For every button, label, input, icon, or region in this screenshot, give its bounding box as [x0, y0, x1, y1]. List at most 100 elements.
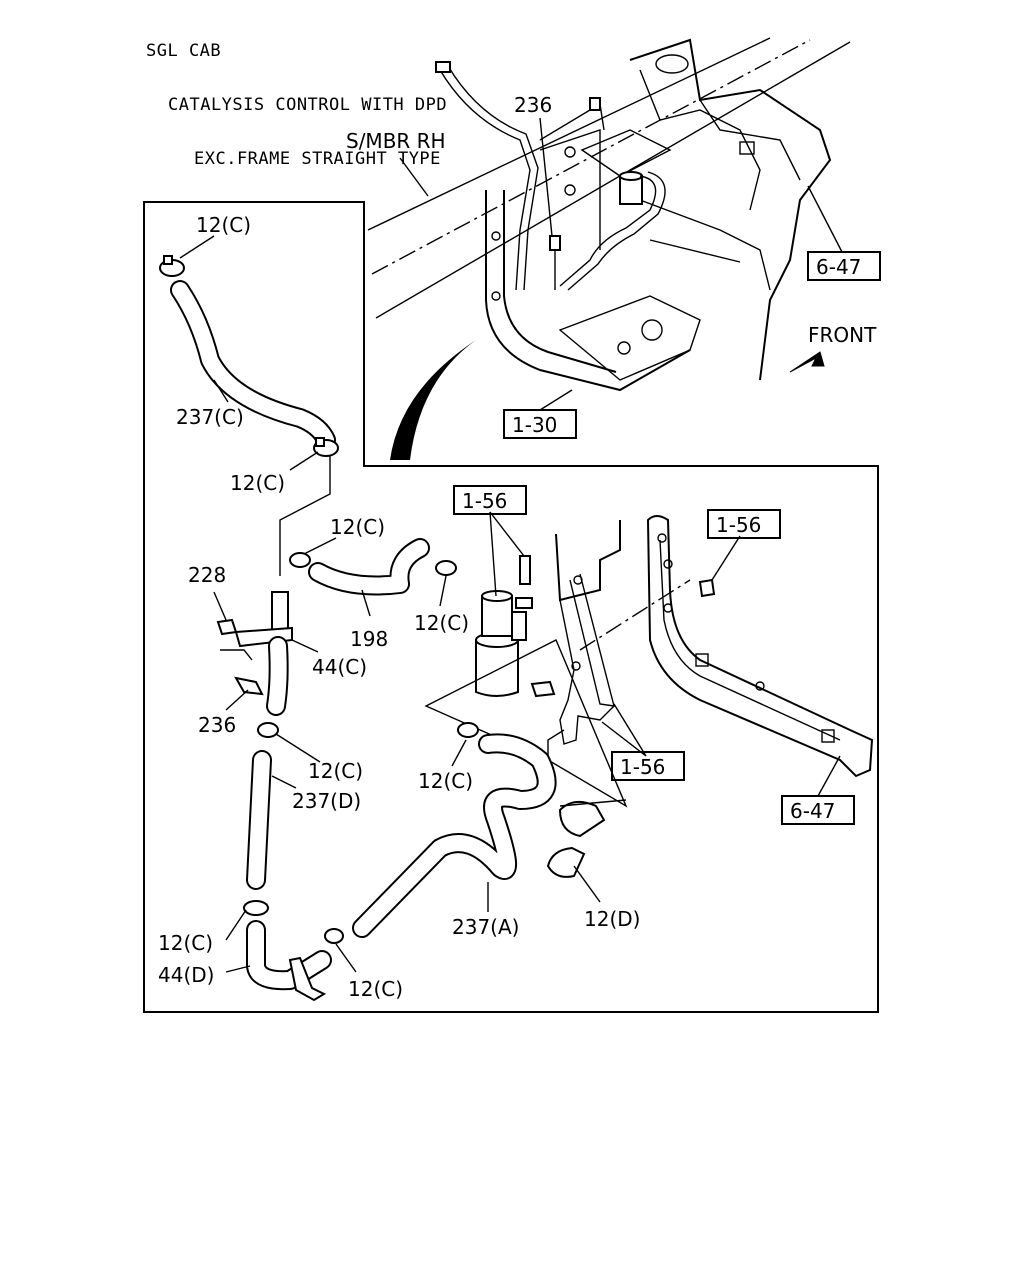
header-line-2: CATALYSIS CONTROL WITH DPD — [168, 95, 448, 115]
clamp-12c-8 — [457, 722, 479, 738]
ref-box-6-47-detail[interactable]: 6-47 — [781, 795, 855, 825]
clamp-12c-5 — [257, 722, 279, 738]
bracket-hole-4 — [564, 184, 576, 196]
ref-box-1-30[interactable]: 1-30 — [503, 409, 577, 439]
plate-hole-2 — [617, 341, 631, 355]
leader-smbr — [399, 157, 429, 197]
ref-6-47-detail-text: 6-47 — [790, 799, 835, 823]
label-12c-6: 12(C) — [158, 931, 213, 955]
ref-6-47-top-text: 6-47 — [816, 255, 861, 279]
dpd-sensor — [475, 590, 533, 697]
leader-237d — [271, 775, 297, 789]
frame-rail-inner — [659, 539, 841, 741]
bracket-upright — [539, 129, 601, 250]
label-12c-2: 12(C) — [230, 471, 285, 495]
ref-1-56-c-text: 1-56 — [620, 755, 665, 779]
leader-12c-8 — [451, 739, 467, 767]
cab-bracket-lower — [639, 199, 771, 291]
top-tube-2b — [567, 171, 666, 291]
leader-12c-2 — [289, 451, 319, 471]
ref-box-6-47-top[interactable]: 6-47 — [807, 251, 881, 281]
rail-hole-1 — [657, 533, 667, 543]
clamp-12c-3 — [289, 552, 311, 568]
leader-198 — [361, 589, 371, 617]
bracket-edge — [547, 729, 565, 760]
label-smbr-rh: S/MBR RH — [346, 129, 446, 153]
rail-slot-2 — [821, 729, 835, 743]
rail-hole-3 — [663, 603, 673, 613]
ref-box-1-56-b[interactable]: 1-56 — [707, 509, 781, 539]
rail-install-line — [579, 579, 691, 651]
clamp-12c-6 — [243, 900, 269, 916]
top-tube-2 — [559, 175, 657, 287]
support-bracket-inner — [503, 190, 617, 373]
ref-1-56-a-text: 1-56 — [462, 489, 507, 513]
top-tube-1b — [447, 65, 539, 291]
clamp-12c-2 — [313, 437, 339, 457]
label-12c-8: 12(C) — [418, 769, 473, 793]
callout-swoosh — [390, 340, 476, 460]
nut-228 — [216, 618, 238, 636]
label-228: 228 — [188, 563, 226, 587]
label-12c-4: 12(C) — [414, 611, 469, 635]
ref-box-1-56-c[interactable]: 1-56 — [611, 751, 685, 781]
support-plate — [558, 295, 701, 381]
cab-bracket-inner — [639, 69, 761, 211]
cab-bracket-outline — [629, 38, 832, 381]
label-12d: 12(D) — [584, 907, 640, 931]
label-12c-5: 12(C) — [308, 759, 363, 783]
leader-228 — [213, 591, 227, 621]
leader-44d — [225, 965, 251, 973]
bracket-tab — [739, 141, 755, 155]
bracket-hole-1 — [491, 231, 501, 241]
label-top-236: 236 — [514, 93, 552, 117]
leader-12d — [573, 865, 601, 903]
bracket-bolt — [530, 680, 556, 698]
header-line-3: EXC.FRAME STRAIGHT TYPE — [194, 149, 441, 169]
bracket-hole-3 — [564, 146, 576, 158]
rail-hole-4 — [755, 681, 765, 691]
sensor-bracket — [555, 520, 621, 602]
rail-slot-1 — [695, 653, 709, 667]
clip-dotted-line — [559, 799, 627, 807]
bracket-hole-b — [571, 661, 581, 671]
leader-12c-7 — [335, 943, 357, 973]
mount-hole — [655, 54, 689, 74]
ref-box-1-56-a[interactable]: 1-56 — [453, 485, 527, 515]
side-member-line-1 — [367, 37, 771, 231]
clip-12d-upper — [558, 800, 606, 838]
connector-line-1 — [279, 456, 331, 576]
leader-top-236 — [539, 117, 553, 237]
sensor-bolt — [519, 555, 531, 585]
leader-12c-6 — [225, 909, 247, 941]
label-198: 198 — [350, 627, 388, 651]
leader-1-30 — [539, 389, 573, 411]
label-237a: 237(A) — [452, 915, 519, 939]
leader-1-56-a — [489, 511, 525, 597]
label-12c-top: 12(C) — [196, 213, 251, 237]
label-12c-3: 12(C) — [330, 515, 385, 539]
cab-bracket-slot — [649, 239, 741, 263]
leader-12c-4 — [439, 575, 447, 607]
sensor-bracket-leg — [569, 573, 615, 707]
top-hose-end — [435, 61, 451, 73]
detail-frame — [143, 201, 879, 1013]
module-plate — [580, 129, 672, 177]
rail-nut — [698, 578, 716, 598]
bracket-lower — [559, 599, 615, 745]
top-tube-1 — [439, 69, 531, 291]
label-237c: 237(C) — [176, 405, 244, 429]
side-member-line-2 — [375, 41, 851, 319]
leader-1-56-b — [711, 535, 741, 581]
bracket-hole-a — [573, 575, 583, 585]
leader-6-47-detail — [817, 755, 841, 797]
leader-12c-3 — [303, 537, 337, 555]
ref-1-30-text: 1-30 — [512, 413, 557, 437]
clamp-12c-7 — [324, 928, 344, 944]
top-sensor-cap — [619, 171, 643, 181]
label-236: 236 — [198, 713, 236, 737]
support-bracket-outer — [485, 190, 691, 392]
ref-1-56-b-text: 1-56 — [716, 513, 761, 537]
label-12c-7: 12(C) — [348, 977, 403, 1001]
